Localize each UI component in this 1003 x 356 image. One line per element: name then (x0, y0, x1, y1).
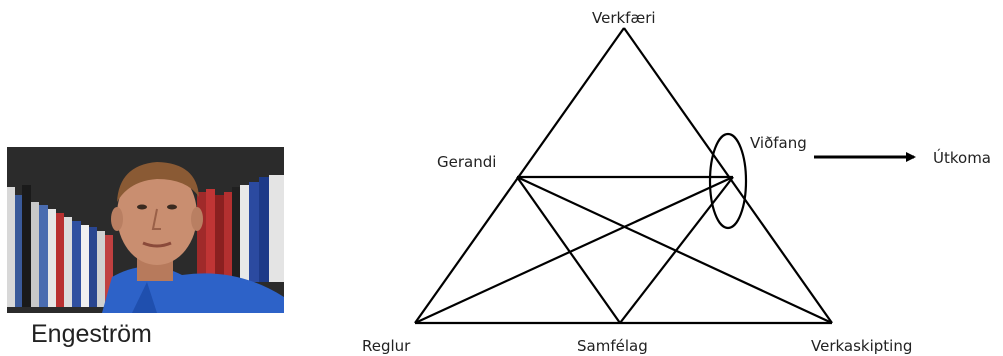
node-label-object: Viðfang (750, 134, 807, 152)
photo-caption: Engeström (31, 320, 152, 348)
node-label-subject: Gerandi (437, 153, 496, 171)
edge-tool-rules (414, 27, 625, 324)
node-label-community: Samfélag (577, 337, 648, 355)
node-label-outcome: Útkoma (933, 148, 991, 167)
edge-subject-community (516, 176, 621, 324)
edge-object-rules (414, 176, 734, 324)
object-ellipse (708, 132, 748, 230)
portrait-image (7, 147, 284, 313)
node-label-rules: Reglur (362, 337, 411, 355)
edge-object-community (619, 176, 734, 324)
node-label-division: Verkaskipting (811, 337, 912, 355)
edge-subject-division (516, 176, 833, 324)
node-label-tool: Verkfæri (592, 9, 656, 27)
diagram-lines (414, 27, 833, 325)
engestrom-photo (7, 147, 284, 313)
edge-tool-division (623, 27, 833, 324)
